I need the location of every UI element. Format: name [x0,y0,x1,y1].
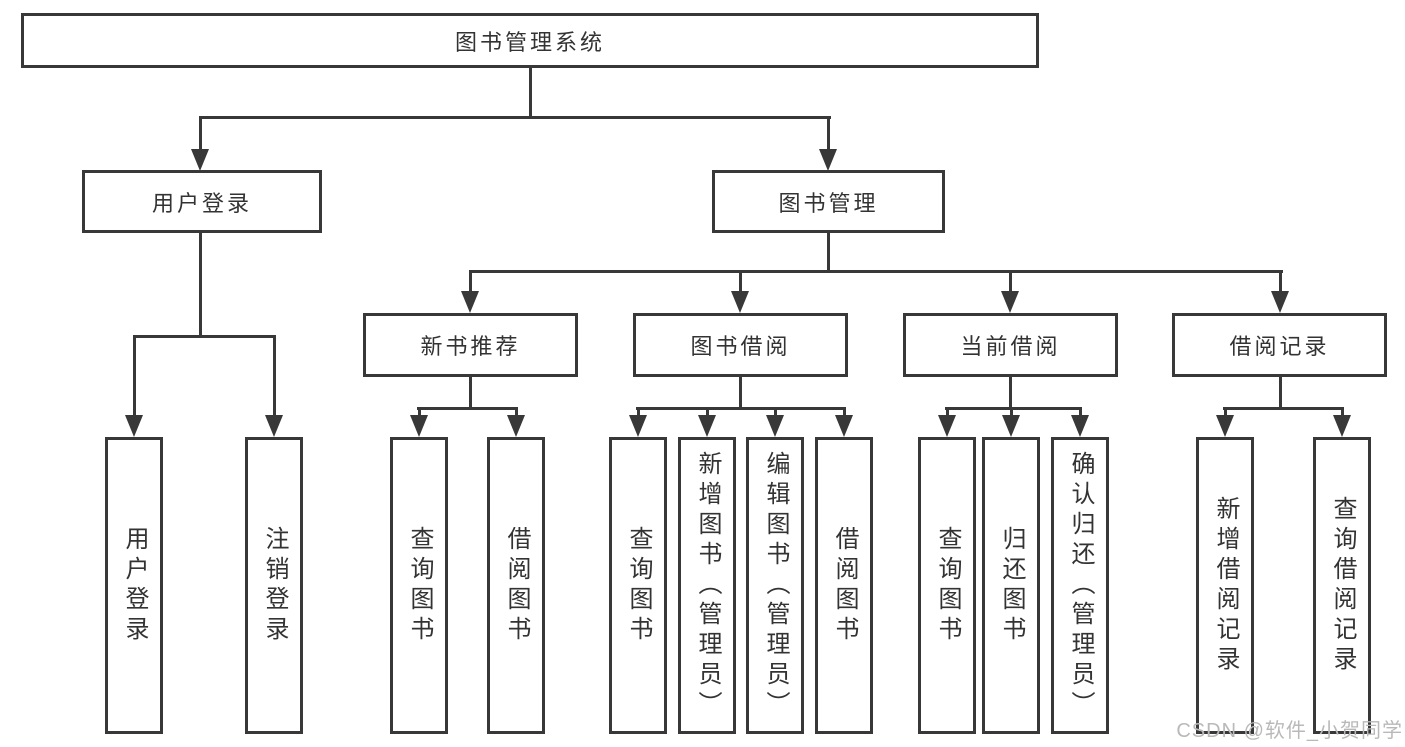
connector-leaf-user-login-drop [133,335,136,417]
arrowhead-user-login-icon [191,149,209,171]
arrowhead-leaf-logout-icon [265,415,283,437]
connector-new-book-branch [417,407,518,410]
connector-book-borrow-drop [739,270,742,293]
arrowhead-leaf-query-bb-icon [629,415,647,437]
node-leaf-borrow-books: 借阅图书 [815,437,873,734]
node-user-login: 用户登录 [82,170,322,233]
node-current-borrowing: 当前借阅 [903,313,1118,377]
node-leaf-add-borrow-record: 新增借阅记录 [1196,437,1254,734]
connector-user-login-drop [199,116,202,150]
arrowhead-leaf-add-record-icon [1216,415,1234,437]
node-new-book-recommendation: 新书推荐 [363,313,578,377]
connector-leaf-query-bb-drop [637,407,640,418]
connector-root-stem [529,68,532,118]
arrowhead-leaf-query-cb-icon [938,415,956,437]
arrowhead-book-borrow-icon [731,291,749,313]
node-leaf-confirm-return-admin: 确认归还（管理员） [1051,437,1109,734]
connector-leaf-borrow-bb-drop [843,407,846,418]
connector-leaf-borrow-rec-drop [515,407,518,418]
arrowhead-leaf-user-login-icon [125,415,143,437]
connector-book-borrow-branch [636,407,846,410]
csdn-watermark: CSDN @软件_小贺同学 [1176,720,1403,742]
connector-book-borrow-stem [739,377,742,410]
connector-current-borrow-drop [1009,270,1012,293]
arrowhead-leaf-confirm-return-icon [1071,415,1089,437]
node-book-management: 图书管理 [712,170,945,233]
arrowhead-new-book-icon [461,291,479,313]
connector-root-branch [199,116,831,119]
connector-user-login-branch [133,335,276,338]
connector-leaf-add-record-drop [1224,407,1227,418]
node-leaf-query-books-recommend: 查询图书 [390,437,448,734]
connector-book-management-stem [827,233,830,273]
arrowhead-leaf-edit-book-icon [766,415,784,437]
connector-leaf-add-book-drop [706,407,709,418]
connector-book-management-branch [469,270,1283,273]
connector-leaf-query-rec-drop [418,407,421,418]
node-library-management-system: 图书管理系统 [21,13,1039,68]
connector-leaf-query-cb-drop [946,407,949,418]
connector-leaf-query-record-drop [1341,407,1344,418]
connector-book-management-drop [827,116,830,150]
connector-current-borrow-stem [1009,377,1012,410]
connector-new-book-stem [469,377,472,410]
arrowhead-book-management-icon [819,149,837,171]
connector-leaf-return-drop [1010,407,1013,418]
node-leaf-query-books-current: 查询图书 [918,437,976,734]
connector-borrow-records-drop [1279,270,1282,293]
node-leaf-user-login: 用户登录 [105,437,163,734]
arrowhead-leaf-return-icon [1002,415,1020,437]
node-leaf-edit-books-admin: 编辑图书（管理员） [746,437,804,734]
connector-leaf-confirm-return-drop [1079,407,1082,418]
arrowhead-leaf-borrow-bb-icon [835,415,853,437]
arrowhead-leaf-query-record-icon [1333,415,1351,437]
node-leaf-return-books: 归还图书 [982,437,1040,734]
node-leaf-query-borrow-record: 查询借阅记录 [1313,437,1371,734]
arrowhead-current-borrow-icon [1001,291,1019,313]
connector-borrow-records-branch [1223,407,1344,410]
arrowhead-leaf-borrow-rec-icon [507,415,525,437]
node-book-borrowing: 图书借阅 [633,313,848,377]
node-leaf-borrow-books-recommend: 借阅图书 [487,437,545,734]
node-leaf-add-books-admin: 新增图书（管理员） [678,437,736,734]
connector-leaf-logout-drop [273,335,276,417]
arrowhead-borrow-records-icon [1271,291,1289,313]
node-leaf-logout: 注销登录 [245,437,303,734]
arrowhead-leaf-add-book-icon [698,415,716,437]
connector-leaf-edit-book-drop [774,407,777,418]
connector-user-login-stem [199,233,202,338]
node-leaf-query-books-borrow: 查询图书 [609,437,667,734]
connector-current-borrow-branch [945,407,1082,410]
connector-borrow-records-stem [1279,377,1282,410]
connector-new-book-drop [469,270,472,293]
arrowhead-leaf-query-rec-icon [410,415,428,437]
node-borrowing-records: 借阅记录 [1172,313,1387,377]
